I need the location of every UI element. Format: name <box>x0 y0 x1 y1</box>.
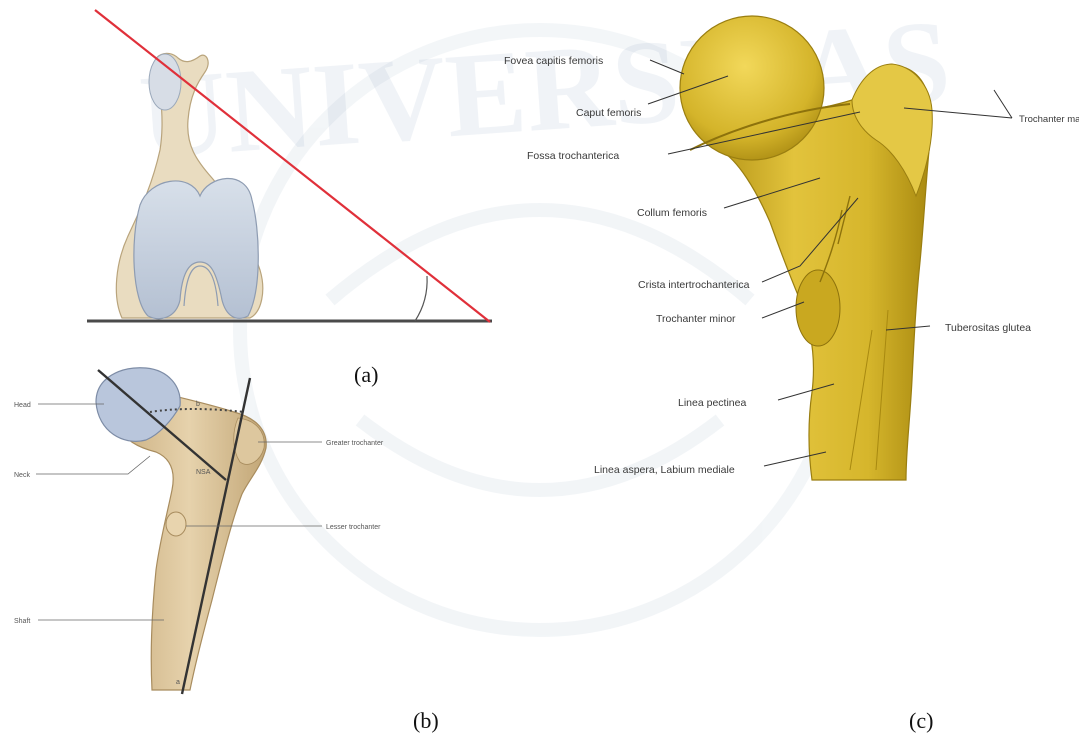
letter-b: b <box>196 401 200 408</box>
label-caput: Caput femoris <box>576 107 641 119</box>
caption-c: (c) <box>909 708 933 733</box>
label-tuberositas: Tuberositas glutea <box>945 322 1031 334</box>
label-trochanter-minor: Trochanter minor <box>656 313 736 325</box>
angle-arc <box>415 276 427 321</box>
label-fossa: Fossa trochanterica <box>527 150 619 162</box>
label-neck: Neck <box>14 472 30 479</box>
trochanter-minor-c <box>796 270 840 346</box>
label-greater-trochanter: Greater trochanter <box>326 440 384 447</box>
label-lesser-trochanter: Lesser trochanter <box>326 524 381 531</box>
label-collum: Collum femoris <box>637 207 707 219</box>
label-linea-pectinea: Linea pectinea <box>678 397 746 409</box>
letter-a: a <box>176 679 180 686</box>
label-linea-aspera: Linea aspera, Labium mediale <box>594 464 735 476</box>
angle-value-b: NSA <box>196 469 211 476</box>
label-shaft: Shaft <box>14 618 30 625</box>
label-crista: Crista intertrochanterica <box>638 279 750 291</box>
label-fovea: Fovea capitis femoris <box>504 55 603 67</box>
caput-femoris-c <box>680 16 824 160</box>
femoral-head-a <box>149 54 181 110</box>
leader-neck <box>36 456 150 474</box>
label-trochanter-major: Trochanter major <box>1019 114 1079 125</box>
caption-a: (a) <box>354 362 378 387</box>
label-head: Head <box>14 402 31 409</box>
lesser-trochanter-b <box>166 512 186 536</box>
caption-b: (b) <box>413 708 439 733</box>
